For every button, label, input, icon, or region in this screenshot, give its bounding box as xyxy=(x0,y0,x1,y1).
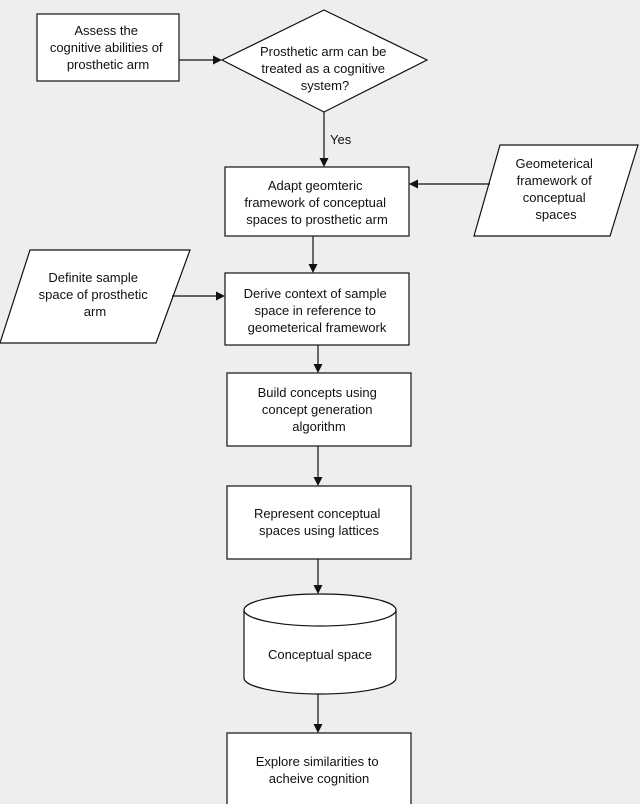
arrowhead xyxy=(313,364,323,373)
geo-input-text: Geometerical framework of conceptual spa… xyxy=(516,156,597,222)
adapt-process-box xyxy=(224,166,410,237)
sample-input-text: Definite sample space of prosthetic arm xyxy=(39,270,152,319)
conceptual-space-cylinder-top xyxy=(243,593,397,627)
represent-process-box xyxy=(226,485,412,560)
conceptual-space-cylinder-body xyxy=(243,610,397,695)
arrowhead xyxy=(216,291,225,301)
assess-text: Assess the cognitive abilities of prosth… xyxy=(50,23,166,72)
arrowhead xyxy=(308,264,318,273)
assess-process-box xyxy=(36,13,180,82)
decision-text: Prosthetic arm can be treated as a cogni… xyxy=(260,44,390,93)
explore-process-box xyxy=(226,732,412,804)
sample-space-input xyxy=(0,249,191,344)
explore-text: Explore similarities to acheive cognitio… xyxy=(256,754,382,786)
arrowhead xyxy=(313,724,323,733)
arrowhead xyxy=(319,158,329,167)
adapt-text: Adapt geomteric framework of conceptual … xyxy=(244,178,389,227)
conceptual-space-text: Conceptual space xyxy=(268,647,372,662)
build-process-box xyxy=(226,372,412,447)
arrowhead xyxy=(409,179,418,189)
arrowhead xyxy=(313,477,323,486)
arrowhead xyxy=(313,585,323,594)
derive-text: Derive context of sample space in refere… xyxy=(244,286,391,335)
geometrical-framework-input xyxy=(473,144,639,237)
represent-text: Represent conceptual spaces using lattic… xyxy=(254,506,384,538)
build-text: Build concepts using concept generation … xyxy=(258,385,381,434)
derive-process-box xyxy=(224,272,410,346)
yes-edge-label: Yes xyxy=(330,132,352,147)
arrowhead xyxy=(213,55,222,65)
